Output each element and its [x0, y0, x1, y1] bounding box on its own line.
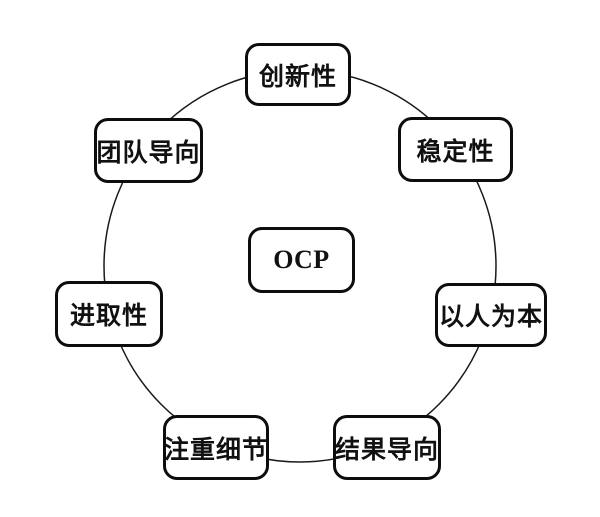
node-team-oriented: 团队导向: [94, 118, 203, 183]
node-result-oriented: 结果导向: [333, 415, 441, 480]
node-enterprising: 进取性: [55, 281, 163, 347]
node-innovation: 创新性: [245, 43, 351, 106]
node-detail-oriented: 注重细节: [163, 415, 269, 480]
node-stability: 稳定性: [398, 117, 513, 182]
node-ocp-center: OCP: [248, 227, 355, 293]
node-people-oriented: 以人为本: [435, 283, 547, 347]
